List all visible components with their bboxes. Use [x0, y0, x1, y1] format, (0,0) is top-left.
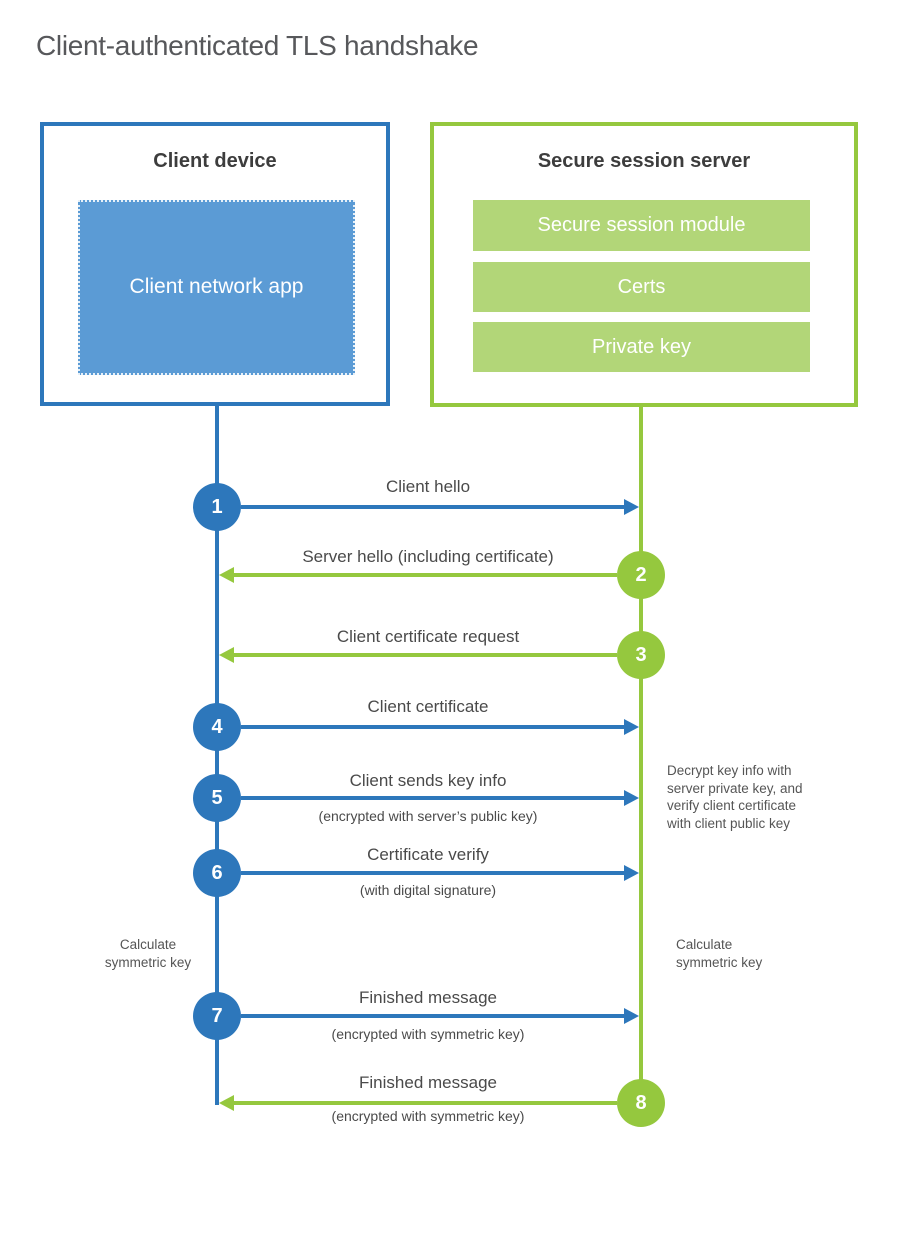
step-sublabel: (encrypted with server’s public key): [318, 808, 538, 824]
server-decrypt-note: Decrypt key info with server private key…: [667, 763, 803, 831]
step-label: Finished message: [359, 988, 497, 1007]
step-label: Client certificate: [367, 697, 489, 716]
server-calculate-symmetric-key-note: Calculate symmetric key: [676, 937, 763, 970]
step-label: Client sends key info: [349, 771, 507, 790]
arrow-left-icon: [219, 647, 617, 663]
client-device-title: Client device: [153, 150, 277, 172]
step-number-badge: 4: [193, 703, 241, 751]
step-number-badge: 7: [193, 992, 241, 1040]
step-sublabel: (with digital signature): [359, 882, 497, 898]
server-title: Secure session server: [537, 150, 751, 172]
arrow-right-icon: [241, 790, 639, 806]
step-label: Client certificate request: [336, 627, 520, 646]
client-lifeline: [215, 404, 219, 1105]
step-number-badge: 3: [617, 631, 665, 679]
step-number-badge: 8: [617, 1079, 665, 1127]
arrow-left-icon: [219, 1095, 617, 1111]
step-label: Client hello: [385, 477, 471, 496]
server-module-private-key: Private key: [473, 322, 810, 372]
step-label: Certificate verify: [367, 845, 489, 864]
step-sublabel: (encrypted with symmetric key): [331, 1108, 525, 1124]
server-module-certs: Certs: [473, 262, 810, 312]
step-number-badge: 1: [193, 483, 241, 531]
server-module-secure-session: Secure session module: [473, 200, 810, 251]
server-lifeline: [639, 405, 643, 1104]
arrow-right-icon: [241, 499, 639, 515]
step-label: Server hello (including certificate): [302, 547, 554, 566]
arrow-left-icon: [219, 567, 617, 583]
page-title: Client-authenticated TLS handshake: [36, 30, 479, 61]
arrow-right-icon: [241, 865, 639, 881]
client-network-app-box: Client network app: [78, 200, 355, 375]
step-sublabel: (encrypted with symmetric key): [331, 1026, 525, 1042]
step-number-badge: 5: [193, 774, 241, 822]
step-number-badge: 2: [617, 551, 665, 599]
arrow-right-icon: [241, 719, 639, 735]
client-calculate-symmetric-key-note: Calculate symmetric key: [104, 937, 192, 970]
step-label: Finished message: [359, 1073, 497, 1092]
arrow-right-icon: [241, 1008, 639, 1024]
step-number-badge: 6: [193, 849, 241, 897]
